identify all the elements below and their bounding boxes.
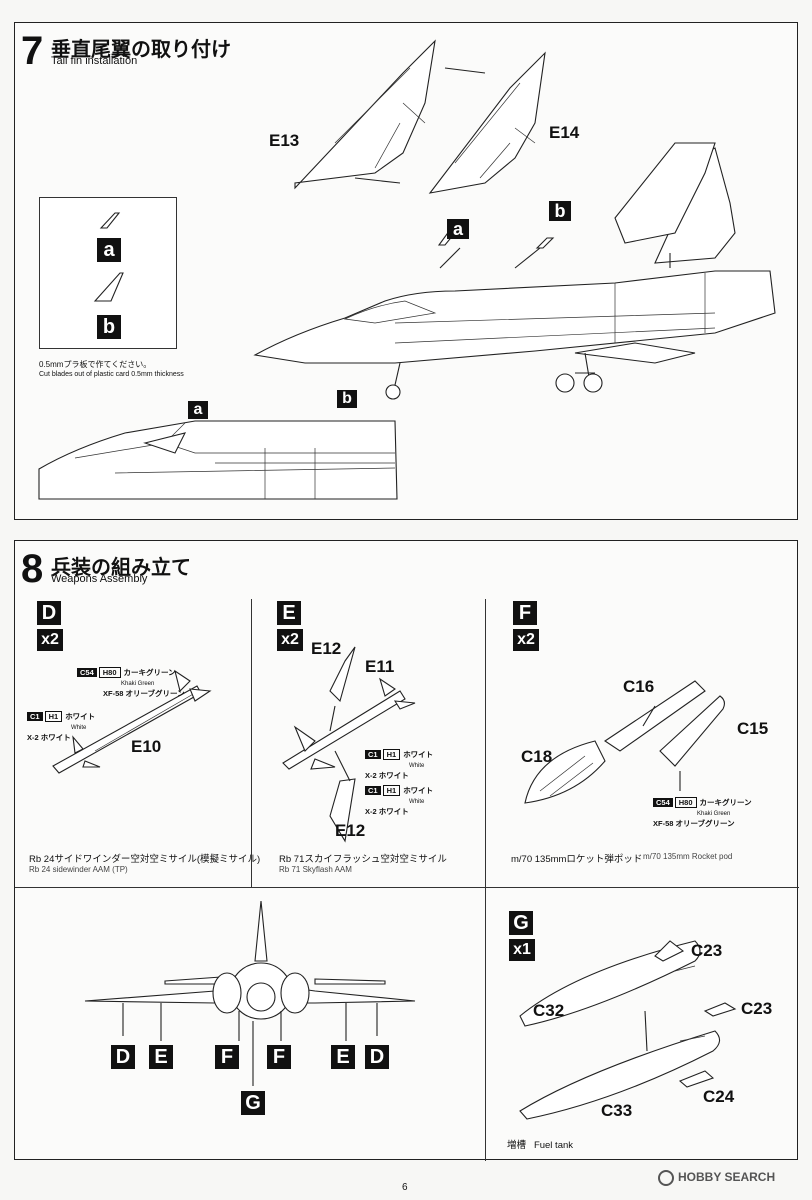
step7-number: 7 xyxy=(21,29,44,73)
divider-v2 xyxy=(485,599,486,1161)
part-label-c24: C24 xyxy=(703,1087,735,1106)
step8-number: 8 xyxy=(21,547,44,591)
station-2: E xyxy=(149,1045,173,1069)
blade-b-badge-aircraft: b xyxy=(549,201,571,221)
section-g-badge: G xyxy=(509,911,533,935)
station-3: F xyxy=(215,1045,239,1069)
fin-e14-drawing xyxy=(354,51,546,194)
caption-f-jp: m/70 135mmロケット弾ポッド xyxy=(511,854,643,865)
sidewinder-drawing xyxy=(52,669,212,774)
section-e-badge: E xyxy=(277,601,301,625)
step8-title-jp: 兵装の組み立て xyxy=(51,557,191,579)
station-5: E xyxy=(331,1045,355,1069)
part-label-c16: C16 xyxy=(623,677,655,696)
part-label-e10: E10 xyxy=(131,737,162,756)
section-f-badge: F xyxy=(513,601,537,625)
station-4: F xyxy=(267,1045,291,1069)
part-label-c18: C18 xyxy=(521,747,553,766)
blade-b-badge: b xyxy=(97,315,121,339)
section-f-qty: x2 xyxy=(513,629,539,651)
caption-e-en: Rb 71 Skyflash AAM xyxy=(279,865,352,874)
part-label-c32: C32 xyxy=(533,1001,565,1020)
caption-d-en: Rb 24 sidewinder AAM (TP) xyxy=(29,865,128,874)
aircraft-closeup-view xyxy=(38,420,398,500)
blade-a-badge: a xyxy=(97,238,121,262)
part-label-c23-right: C23 xyxy=(741,999,773,1018)
page-number: 6 xyxy=(402,1182,408,1193)
step7-title-jp: 垂直尾翼の取り付け xyxy=(51,39,231,61)
part-label-e12-bottom: E12 xyxy=(335,821,366,840)
part-label-c15: C15 xyxy=(737,719,769,738)
section-d-qty: x2 xyxy=(37,629,63,651)
part-label-e14: E14 xyxy=(549,123,580,142)
blade-b-badge-closeup: b xyxy=(337,390,357,408)
fin-e13-drawing xyxy=(294,39,436,190)
caption-d-jp: Rb 24サイドワインダー空対空ミサイル(模擬ミサイル) xyxy=(29,854,261,865)
watermark: HOBBY SEARCH xyxy=(658,1170,775,1186)
section-e-qty: x2 xyxy=(277,629,303,651)
part-label-c23-top: C23 xyxy=(691,941,723,960)
watermark-logo-icon xyxy=(658,1170,674,1186)
part-label-e13: E13 xyxy=(269,131,300,150)
part-label-e12-top: E12 xyxy=(311,639,342,658)
part-label-c33: C33 xyxy=(601,1101,633,1120)
section-g-qty: x1 xyxy=(509,939,535,961)
blade-note-en: Cut blades out of plastic card 0.5mm thi… xyxy=(39,371,184,378)
step7-title-en: Tail fin installation xyxy=(51,55,138,67)
step8-title-en: Weapons Assembly xyxy=(51,573,148,585)
blade-a-shape xyxy=(93,212,124,302)
part-label-e11: E11 xyxy=(365,657,395,676)
blade-a-badge-aircraft: a xyxy=(447,219,469,239)
caption-f-en: m/70 135mm Rocket pod xyxy=(643,852,733,861)
caption-e-jp: Rb 71スカイフラッシュ空対空ミサイル xyxy=(279,854,447,865)
rocket-pod-drawing xyxy=(524,680,726,804)
station-6: D xyxy=(365,1045,389,1069)
divider-h xyxy=(15,887,799,888)
skyflash-drawing xyxy=(282,646,416,843)
divider-v1 xyxy=(251,599,252,887)
aircraft-front-view xyxy=(84,900,416,1086)
step7-panel: 7 垂直尾翼の取り付け Tail fin installation E13 E1… xyxy=(14,22,798,520)
station-center: G xyxy=(241,1091,265,1115)
blade-note-jp: 0.5mmプラ板で作てください。 xyxy=(39,360,152,369)
section-d-badge: D xyxy=(37,601,61,625)
station-1: D xyxy=(111,1045,135,1069)
fuel-tank-drawing xyxy=(519,940,737,1120)
caption-g: 増槽 Fuel tank xyxy=(507,1140,574,1151)
blade-a-badge-closeup: a xyxy=(188,401,208,419)
